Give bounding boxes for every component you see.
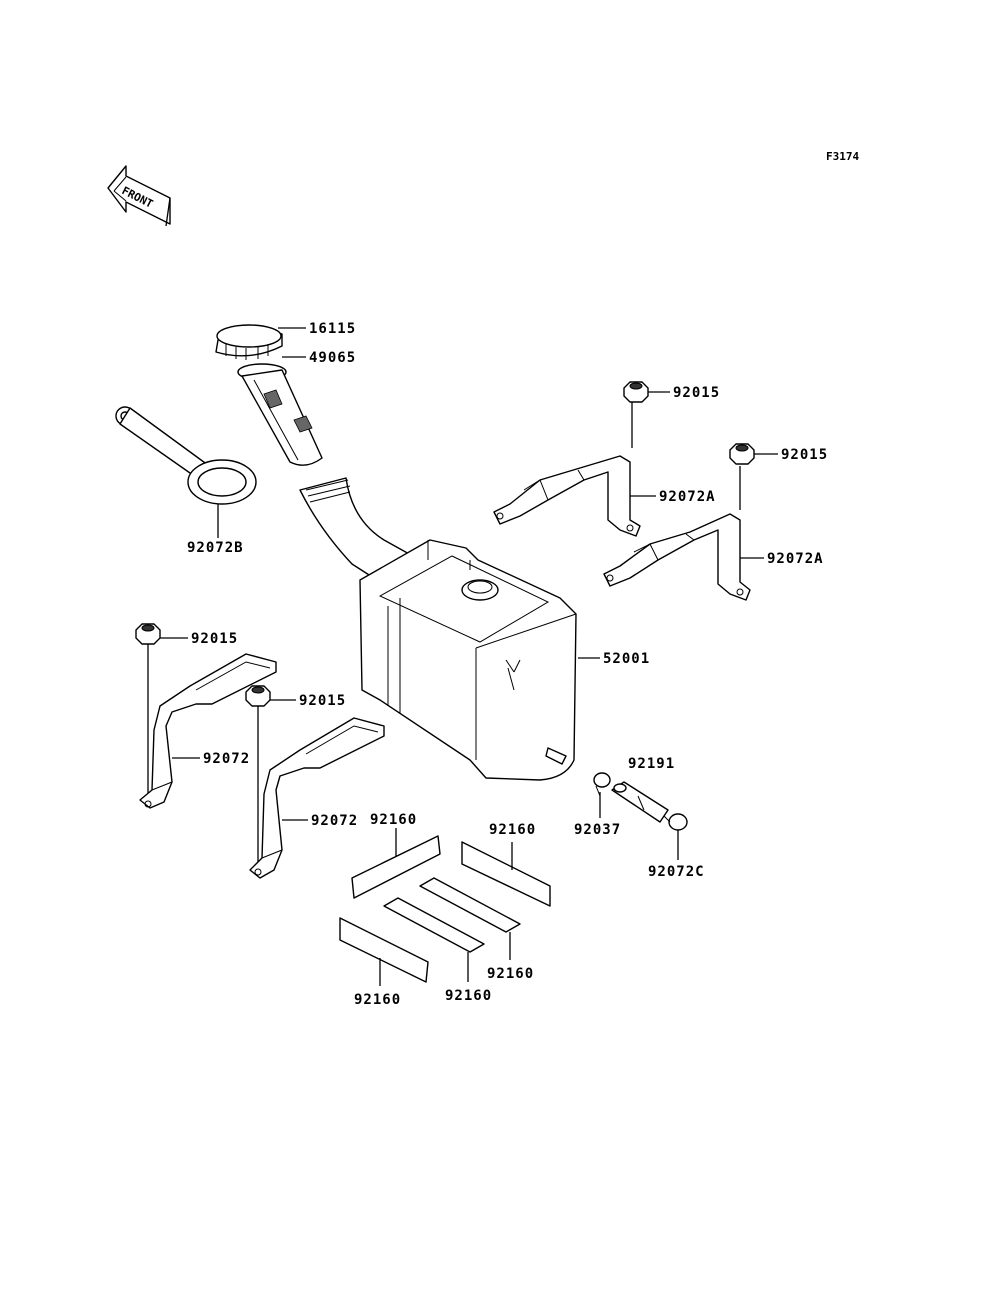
fitting: [611, 781, 669, 823]
nut-right-lower: [729, 443, 755, 465]
bracket-right-upper: [493, 455, 641, 537]
pad-1: [351, 835, 441, 899]
fuel-tank: [299, 477, 577, 781]
clamp-a: [593, 772, 611, 797]
bracket-left-upper: [139, 653, 277, 809]
pad-5: [339, 917, 429, 983]
tether-strap: [115, 406, 257, 505]
label-pad-2: 92160: [489, 822, 536, 838]
label-nut-right-lower: 92015: [781, 447, 828, 463]
front-arrow-icon: FRONT: [107, 165, 171, 227]
nut-left-lower: [245, 685, 271, 707]
fuel-cap: [215, 324, 283, 360]
label-fuel-cap: 16115: [309, 321, 356, 337]
label-pad-3: 92160: [487, 966, 534, 982]
label-pad-4: 92160: [445, 988, 492, 1004]
bracket-right-lower: [603, 513, 751, 601]
label-pad-5: 92160: [354, 992, 401, 1008]
label-bracket-left-upper: 92072: [203, 751, 250, 767]
nut-left-upper: [135, 623, 161, 645]
pad-3: [419, 877, 521, 933]
label-bracket-right-lower: 92072A: [767, 551, 824, 567]
label-nut-left-lower: 92015: [299, 693, 346, 709]
nut-right-upper: [623, 381, 649, 403]
label-pad-1: 92160: [370, 812, 417, 828]
bracket-left-lower: [249, 717, 385, 879]
label-nut-left-upper: 92015: [191, 631, 238, 647]
label-bracket-left-lower: 92072: [311, 813, 358, 829]
label-tank: 52001: [603, 651, 650, 667]
label-clamp-a: 92037: [574, 822, 621, 838]
label-clamp-c: 92072C: [648, 864, 705, 880]
clamp-c: [663, 813, 688, 831]
diagram-code: F3174: [826, 150, 859, 163]
label-filler-neck: 49065: [309, 350, 356, 366]
pad-4: [383, 897, 485, 953]
filler-neck: [237, 363, 323, 466]
label-tether: 92072B: [187, 540, 244, 556]
label-bracket-right-upper: 92072A: [659, 489, 716, 505]
label-fitting: 92191: [628, 756, 675, 772]
pad-2: [461, 841, 551, 907]
label-nut-right-upper: 92015: [673, 385, 720, 401]
